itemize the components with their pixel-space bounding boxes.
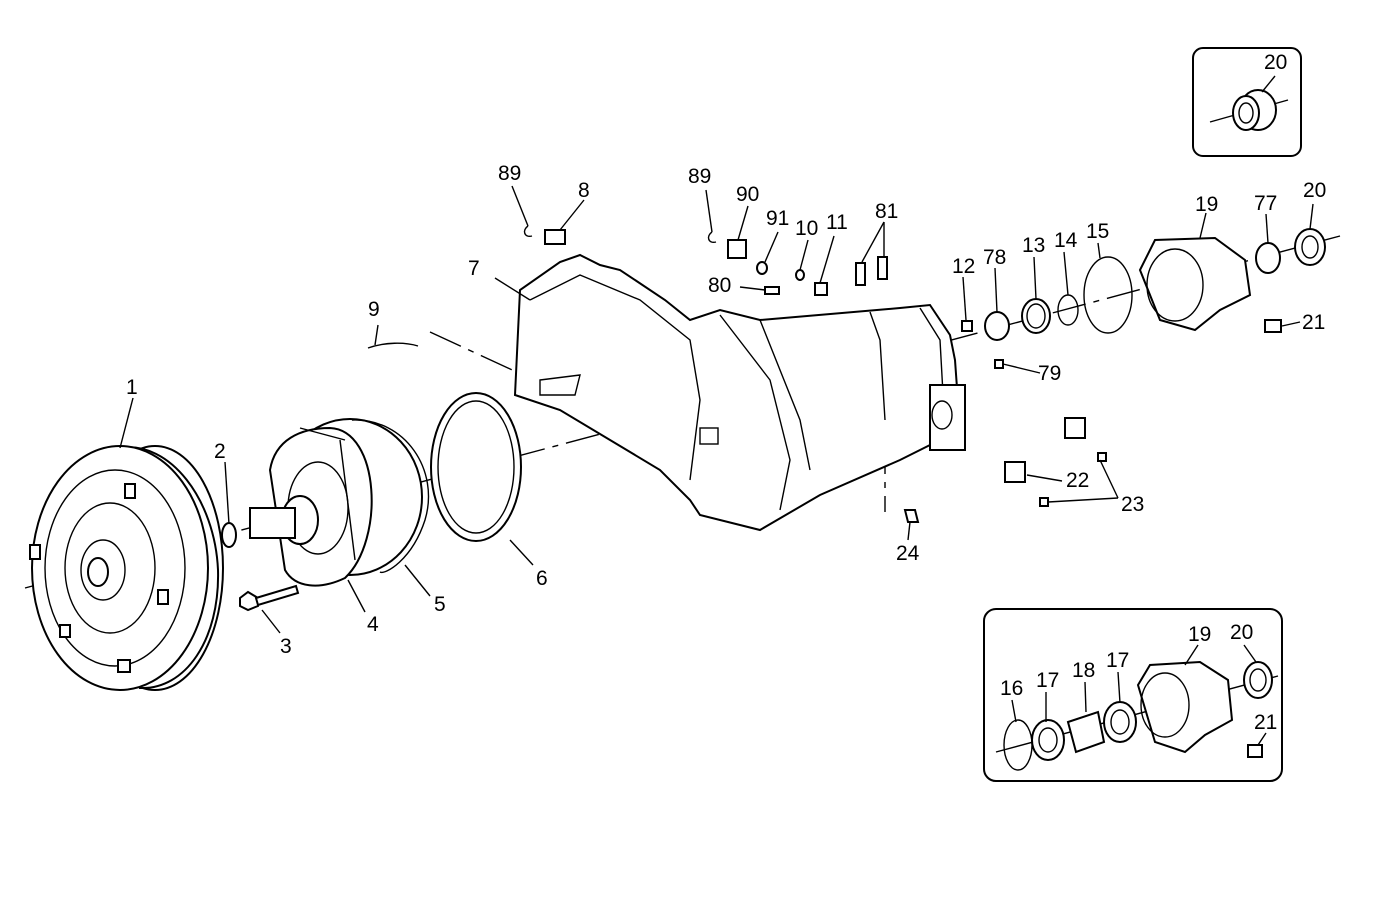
callout-17a: 17 (1036, 669, 1060, 692)
callout-89b: 89 (688, 165, 712, 188)
plug-10 (795, 269, 805, 281)
callout-21a: 21 (1302, 311, 1326, 334)
cooler-fitting-8 (544, 229, 566, 245)
bearing-13 (1021, 298, 1051, 334)
callout-18: 18 (1072, 659, 1096, 682)
bushing-78 (984, 311, 1010, 341)
inset-seal-detail (1192, 47, 1302, 157)
callout-10: 10 (795, 217, 819, 240)
pump-seal-ring (221, 522, 237, 548)
seal-20-main (1294, 228, 1326, 266)
callout-22: 22 (1066, 469, 1090, 492)
fitting-90 (727, 239, 747, 259)
callout-19a: 19 (1195, 193, 1219, 216)
callout-20b: 20 (1303, 179, 1327, 202)
wire-clip (367, 342, 419, 349)
callout-78: 78 (983, 246, 1007, 269)
seal-91 (756, 261, 768, 275)
callout-19b: 19 (1188, 623, 1212, 646)
callout-12: 12 (952, 255, 976, 278)
bushing-77 (1255, 242, 1281, 274)
callout-90: 90 (736, 183, 760, 206)
speed-sensor-22 (1004, 417, 1086, 483)
callout-89a: 89 (498, 162, 522, 185)
callout-24: 24 (896, 542, 920, 565)
plug-89-left (523, 225, 533, 238)
bolt-21-main (1264, 319, 1282, 333)
callout-20c: 20 (1230, 621, 1254, 644)
pump-gasket (430, 392, 522, 542)
callout-11: 11 (826, 211, 848, 234)
callout-80: 80 (708, 274, 732, 297)
plug-79 (994, 359, 1004, 369)
callout-81: 81 (875, 200, 899, 223)
callout-7: 7 (468, 257, 480, 280)
snap-ring-15 (1083, 256, 1133, 334)
callout-16: 16 (1000, 677, 1024, 700)
pins-81 (855, 256, 888, 286)
callout-21b: 21 (1254, 711, 1278, 734)
torque-converter (29, 445, 224, 691)
callout-3: 3 (280, 635, 292, 658)
oil-pump (249, 418, 423, 587)
callout-20a: 20 (1264, 51, 1288, 74)
callout-5: 5 (434, 593, 446, 616)
extension-housing-19 (1138, 236, 1252, 332)
callout-1: 1 (126, 376, 138, 399)
leader-lines (119, 185, 1314, 634)
callout-8: 8 (578, 179, 590, 202)
inset-4wd-detail (983, 608, 1283, 782)
pin-80 (764, 286, 780, 295)
transmission-case (513, 253, 966, 532)
callout-14: 14 (1054, 229, 1078, 252)
callout-91: 91 (766, 207, 790, 230)
callout-77: 77 (1254, 192, 1278, 215)
callout-6: 6 (536, 567, 548, 590)
pump-o-ring-seal (351, 419, 430, 574)
callout-2: 2 (214, 440, 226, 463)
callout-15: 15 (1086, 220, 1110, 243)
plug-12 (961, 320, 973, 332)
callout-23: 23 (1121, 493, 1145, 516)
callout-4: 4 (367, 613, 379, 636)
callout-17b: 17 (1106, 649, 1130, 672)
callout-9: 9 (368, 298, 380, 321)
callout-13: 13 (1022, 234, 1046, 257)
bolt-24 (903, 509, 920, 523)
pump-bolt (239, 584, 300, 612)
callout-79: 79 (1038, 362, 1062, 385)
plug-89-right (707, 231, 717, 244)
clip-11 (814, 282, 828, 296)
